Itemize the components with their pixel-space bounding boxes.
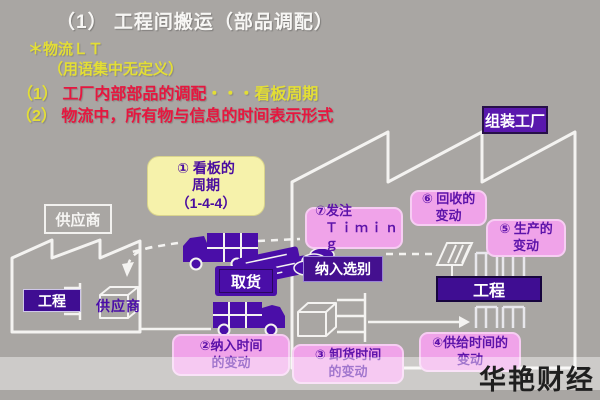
delivery-time-line2: 的变动 <box>211 355 251 370</box>
kanban-cycle-line3: （1-4-4） <box>175 194 237 211</box>
rack-lower-icon <box>474 305 526 328</box>
delivery-time-line1: ②纳入时间 <box>199 338 263 354</box>
watermark-band <box>0 357 600 390</box>
callout-order-timing: ⑦发注 Ｔｉｍｉｎｇ <box>305 203 403 251</box>
order-timing-line1: ⑦发注 <box>315 202 353 218</box>
supplier-label: 供应商 <box>44 204 112 234</box>
note-point-1-tail: 看板周期 <box>254 86 319 103</box>
note-point-1-number: （1） <box>17 86 63 103</box>
production-line2: 变动 <box>512 238 539 253</box>
intake-shelf-icon <box>337 293 367 342</box>
note-logistics-lt: ＊物流ＬＴ <box>28 41 104 58</box>
parts-box-icon <box>99 286 139 319</box>
callout-supply-time-variation: ④供给时间的 变动 <box>419 332 521 372</box>
truck-to-assembly-icon <box>213 302 285 337</box>
supplier-inner-label: 供应商 <box>96 298 141 314</box>
callout-production-variation: ⑤ 生产的 变动 <box>486 219 566 257</box>
production-line1: ⑤ 生产的 <box>499 221 553 237</box>
watermark-text: 华艳财经 <box>479 365 595 396</box>
intake-sorting-label: 纳入选别 <box>303 256 383 282</box>
note-point-1-dots: ・・・ <box>206 86 255 103</box>
note-term-undefined: （用语集中无定义） <box>48 61 184 78</box>
kanban-cycle-line2: 周期 <box>192 177 220 194</box>
supply-time-line1: ④供给时间的 <box>431 335 508 351</box>
unloading-time-line1: ③ 卸货时间 <box>314 347 382 363</box>
process-left-label: 工程 <box>23 289 81 312</box>
callout-delivery-time-variation: ②纳入时间 的变动 <box>172 334 290 376</box>
note-point-2-text: 物流中，所有物与信息的时间表示形式 <box>61 108 334 125</box>
supplier-factory-outline <box>10 238 142 334</box>
note-point-2: （2） 物流中，所有物与信息的时间表示形式 <box>16 102 333 126</box>
supply-arrow <box>368 316 470 328</box>
assembly-factory-label: 组装工厂 <box>482 106 548 134</box>
callout-unloading-time-variation: ③ 卸货时间 的变动 <box>292 344 404 384</box>
received-goods-box-icon <box>297 302 337 337</box>
note-point-1: （1） 工厂内部部品的调配・・・看板周期 <box>17 80 318 104</box>
unloading-time-line2: 的变动 <box>328 364 368 379</box>
kanban-flow-arrowhead <box>122 262 134 277</box>
callout-recovery-variation: ⑥ 回收的 变动 <box>410 190 487 226</box>
note-point-2-number: （2） <box>16 108 62 125</box>
pickup-label: 取货 <box>219 269 273 293</box>
page-title: （1） 工程间搬运（部品调配） <box>56 12 334 33</box>
callout-kanban-cycle: ① 看板的 周期 （1-4-4） <box>147 156 265 216</box>
kanban-cycle-line1: ① 看板的 <box>177 159 235 176</box>
recovery-line2: 变动 <box>435 208 462 223</box>
recovery-line1: ⑥ 回收的 <box>421 191 476 207</box>
note-point-1-text: 工厂内部部品的调配 <box>62 86 207 103</box>
supply-time-line2: 变动 <box>456 352 483 367</box>
order-timing-line2: Ｔｉｍｉｎｇ <box>325 219 401 252</box>
process-right-label: 工程 <box>436 276 542 302</box>
